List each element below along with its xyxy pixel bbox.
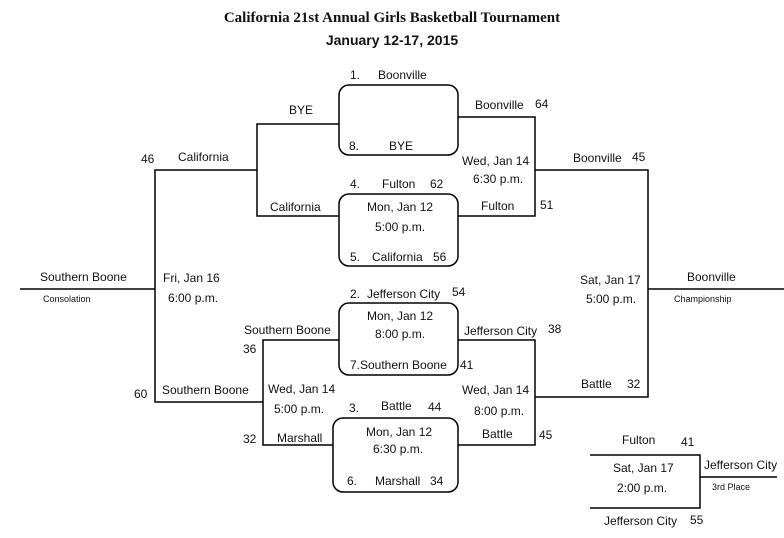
team-name: Battle [381,399,412,413]
game-date: Wed, Jan 14 [462,154,530,168]
game-date: Wed, Jan 14 [462,383,530,397]
team-score: 41 [681,435,695,449]
team-name: Boonville [378,68,427,82]
consolation-winner-name: Southern Boone [40,270,127,284]
team-score: 34 [430,474,444,488]
game-box-2v7 [338,302,459,376]
game-time: 6:30 p.m. [473,172,524,186]
consolation-label: Consolation [43,294,91,304]
team-score: 32 [627,377,641,391]
team-name: Jefferson City [604,514,678,528]
seed-label: 6. [347,474,358,488]
third-place-bracket [590,454,701,509]
game-date: Sat, Jan 17 [580,273,641,287]
team-name: California [178,150,229,164]
third-place-label: 3rd Place [712,482,751,492]
game-box-3v6 [332,417,459,493]
seed-label: 1. [350,68,361,82]
game-date: Mon, Jan 12 [366,425,433,439]
team-name: Southern Boone [244,323,331,337]
game-time: 5:00 p.m. [586,292,637,306]
seed-label: 2. [350,287,361,301]
game-date: Mon, Jan 12 [367,200,434,214]
game-time: 2:00 p.m. [617,481,668,495]
seed-label: 4. [350,177,361,191]
team-name: BYE [289,103,314,117]
championship-bracket [535,169,649,398]
team-score: 45 [539,428,553,442]
seed-label: 5. [350,250,361,264]
team-score: 54 [452,285,466,299]
championship-label: Championship [674,294,732,304]
third-place-winner-name: Jefferson City [704,458,778,472]
team-name: Southern Boone [360,358,447,372]
semi1-bracket [458,116,536,217]
team-name: California [270,200,321,214]
consolation-final-bracket [154,169,263,403]
game-date: Mon, Jan 12 [367,309,434,323]
team-name: Battle [581,377,612,391]
page-dates: January 12-17, 2015 [325,32,459,48]
team-score: 32 [243,432,257,446]
game-time: 8:00 p.m. [375,327,426,341]
game-box-4v5 [338,193,459,267]
team-score: 45 [632,150,646,164]
page-title: California 21st Annual Girls Basketball … [223,10,561,26]
team-name: Jefferson City [464,324,538,338]
team-score: 62 [430,177,444,191]
game-time: 6:00 p.m. [168,291,219,305]
team-score: 38 [548,322,562,336]
team-name: Fulton [622,433,656,447]
game-time: 5:00 p.m. [375,220,426,234]
team-name: Battle [482,427,513,441]
seed-label: 8. [349,139,360,153]
game-box-1v8 [338,84,459,156]
team-name: BYE [389,139,414,153]
team-score: 36 [243,342,257,356]
semi2-bracket [458,339,536,446]
team-name: Fulton [481,199,515,213]
team-name: Boonville [573,151,622,165]
game-time: 6:30 p.m. [373,442,424,456]
seed-label: 7. [350,358,361,372]
team-score: 46 [141,152,155,166]
game-date: Wed, Jan 14 [268,382,336,396]
team-score: 44 [428,400,442,414]
team-name: Boonville [475,98,524,112]
team-name: California [372,250,423,264]
team-score: 41 [460,358,474,372]
game-date: Sat, Jan 17 [613,461,674,475]
team-score: 51 [540,198,554,212]
game-date: Fri, Jan 16 [163,271,220,285]
team-score: 64 [535,97,549,111]
team-score: 60 [134,387,148,401]
seed-label: 3. [349,401,360,415]
team-name: Marshall [277,431,323,445]
team-name: Marshall [375,474,421,488]
team-score: 55 [690,513,704,527]
champion-name: Boonville [687,270,736,284]
team-score: 56 [433,250,447,264]
team-name: Fulton [382,177,416,191]
cons2-bracket [262,339,339,446]
team-name: Southern Boone [162,383,249,397]
team-name: Jefferson City [367,287,441,301]
game-time: 5:00 p.m. [274,402,325,416]
game-time: 8:00 p.m. [474,404,525,418]
